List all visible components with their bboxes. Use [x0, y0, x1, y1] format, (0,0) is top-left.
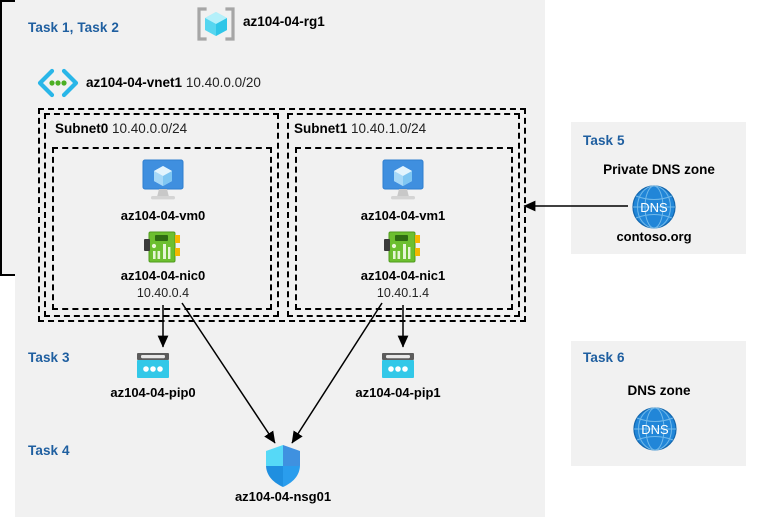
vm0-group-box: [52, 147, 272, 310]
resource-group-icon: [196, 6, 236, 42]
task-label-5: Task 5: [583, 133, 625, 148]
public-ip-address-icon: [134, 351, 172, 381]
nic0-ip: 10.40.0.4: [136, 286, 190, 300]
pip0-label: az104-04-pip0: [110, 385, 196, 400]
subnet0-header: Subnet0 10.40.0.0/24: [55, 121, 187, 136]
nic1-label: az104-04-nic1: [360, 268, 446, 283]
task-label-4: Task 4: [28, 443, 70, 458]
vm1-group-box: [295, 147, 513, 310]
virtual-machine-icon: [137, 158, 189, 202]
private-dns-zone-title: Private DNS zone: [603, 162, 715, 177]
vnet-header: az104-04-vnet1 10.40.0.0/20: [86, 75, 261, 90]
task-label-6: Task 6: [583, 350, 625, 365]
virtual-network-icon: [36, 68, 80, 98]
nic0-label: az104-04-nic0: [120, 268, 206, 283]
dns-zone-icon: DNS: [632, 406, 678, 452]
task-label-3: Task 3: [28, 350, 70, 365]
pip1-label: az104-04-pip1: [355, 385, 441, 400]
vm1-label: az104-04-vm1: [360, 208, 446, 223]
subnets-container: [38, 108, 526, 322]
subnet1-name: Subnet1: [294, 121, 348, 136]
resource-group-name: az104-04-rg1: [243, 14, 325, 29]
nic1-ip: 10.40.1.4: [376, 286, 430, 300]
subnet0-box: [44, 113, 279, 317]
resource-group-panel: [15, 0, 545, 517]
network-interface-icon: [384, 230, 422, 264]
dns-zone-title: DNS zone: [627, 383, 691, 398]
subnet0-cidr: 10.40.0.0/24: [112, 121, 188, 136]
dns-icon-text: DNS: [640, 200, 668, 215]
vm0-label: az104-04-vm0: [120, 208, 206, 223]
task3-panel: [15, 340, 545, 425]
vnet-name: az104-04-vnet1: [86, 75, 183, 90]
resource-group-name-text: az104-04-rg1: [243, 14, 325, 29]
vnet-cidr: 10.40.0.0/20: [185, 75, 261, 90]
dns-zone-icon: DNS: [631, 184, 677, 230]
network-security-group-icon: [262, 443, 304, 489]
subnet1-cidr: 10.40.1.0/24: [351, 121, 427, 136]
public-ip-address-icon: [379, 351, 417, 381]
dns-icon-text: DNS: [641, 422, 669, 437]
subnet0-name: Subnet0: [55, 121, 109, 136]
virtual-machine-icon: [377, 158, 429, 202]
subnet1-header: Subnet1 10.40.1.0/24: [294, 121, 426, 136]
private-dns-zone-name: contoso.org: [616, 229, 692, 244]
task-label-1-2: Task 1, Task 2: [28, 20, 119, 35]
network-interface-icon: [144, 230, 182, 264]
nsg-label: az104-04-nsg01: [234, 489, 332, 504]
